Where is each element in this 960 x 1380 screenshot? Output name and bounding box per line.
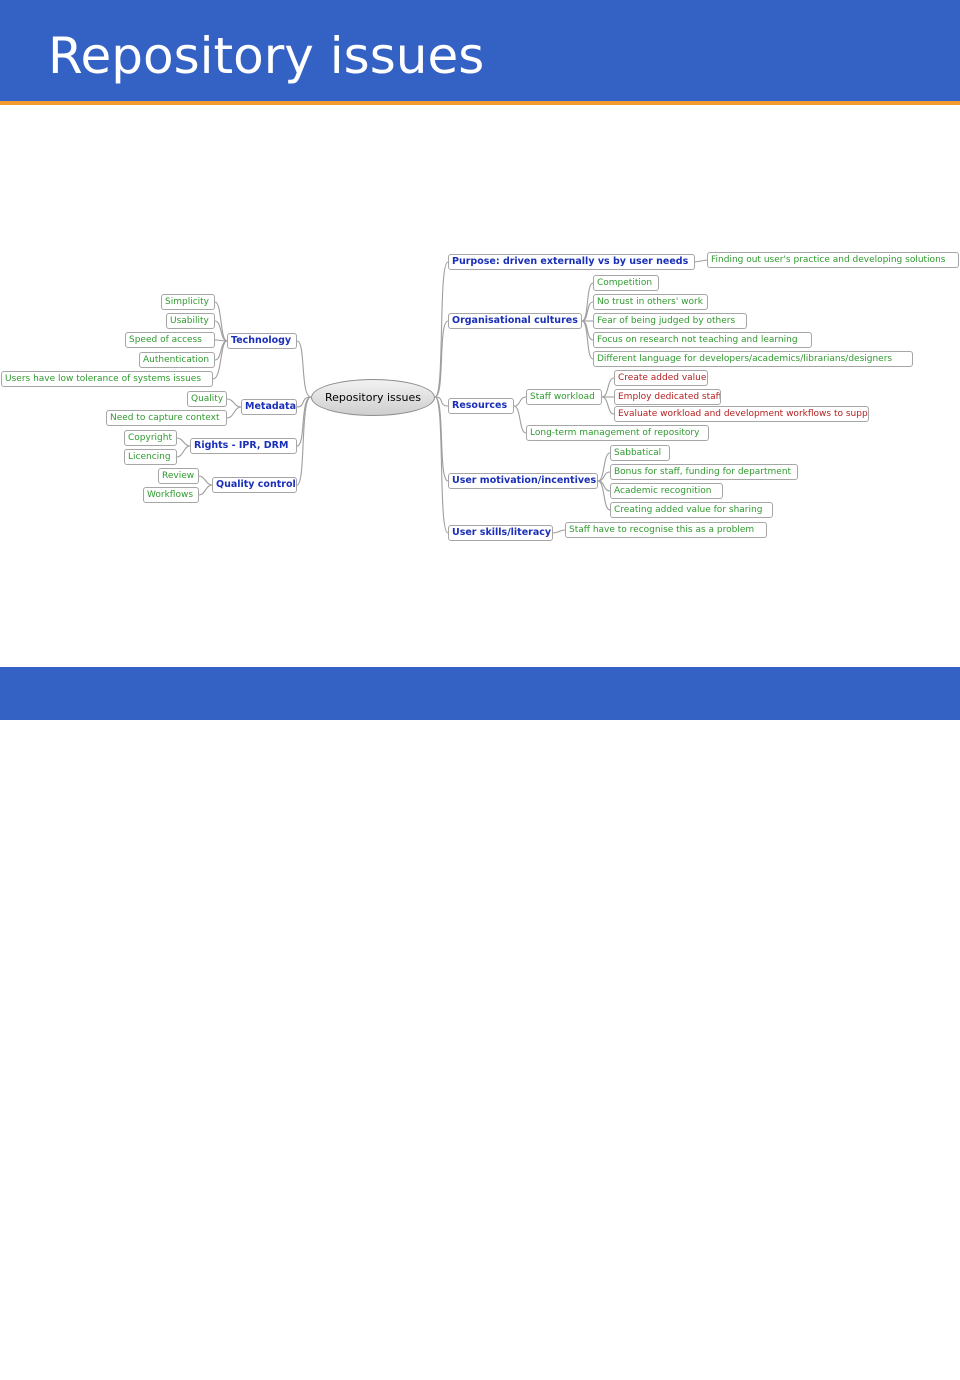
connector [597, 452, 611, 482]
branch-user-skills: User skills/literacy [448, 525, 553, 541]
brand-logo: intrallect [784, 1345, 914, 1380]
leaf-different-language: Different language for developers/academ… [593, 351, 913, 367]
branch-technology: Technology [227, 333, 297, 349]
leaf-evaluate-workload: Evaluate workload and development workfl… [614, 406, 869, 422]
connector [198, 484, 213, 496]
leaf-create-added-value: Create added value [614, 370, 708, 386]
branch-rights: Rights - IPR, DRM [190, 438, 297, 454]
leaf-finding-out-users-practice: Finding out user's practice and developi… [707, 252, 959, 268]
branch-user-motivation: User motivation/incentives [448, 473, 598, 489]
brand-wordmark: intrallect [784, 1351, 874, 1373]
connector [513, 405, 527, 434]
connector [296, 340, 312, 398]
connector [434, 396, 449, 407]
connector [552, 529, 566, 534]
leaf-review: Review [158, 468, 199, 484]
sub-branch-staff-workload: Staff workload [526, 389, 602, 405]
connector [434, 261, 449, 398]
leaf-employ-dedicated-staff: Employ dedicated staff [614, 389, 721, 405]
leaf-focus-on-research: Focus on research not teaching and learn… [593, 332, 812, 348]
title-bar: Repository issues [0, 0, 960, 101]
globe-swirl-icon [873, 1345, 895, 1367]
leaf-fear-of-being-judged: Fear of being judged by others [593, 313, 747, 329]
mind-map-connectors [176, 259, 708, 534]
connector [581, 320, 594, 360]
leaf-workflows: Workflows [143, 487, 199, 503]
leaf-quality: Quality [187, 391, 227, 407]
leaf-no-trust: No trust in others' work [593, 294, 708, 310]
connector [694, 259, 708, 263]
connector [296, 396, 312, 486]
leaf-users-low-tolerance: Users have low tolerance of systems issu… [1, 371, 213, 387]
leaf-speed-of-access: Speed of access [125, 332, 215, 348]
connector [434, 396, 449, 534]
mind-map: Repository issues Purpose: driven extern… [0, 105, 960, 667]
connector [226, 406, 242, 419]
connector [513, 396, 527, 407]
leaf-competition: Competition [593, 275, 659, 291]
leaf-simplicity: Simplicity [161, 294, 215, 310]
leaf-academic-recognition: Academic recognition [610, 483, 723, 499]
connector [434, 320, 449, 398]
leaf-licencing: Licencing [124, 449, 177, 465]
branch-organisational-cultures: Organisational cultures [448, 313, 582, 329]
root-node: Repository issues [311, 379, 435, 416]
branch-quality-control: Quality control [212, 477, 297, 493]
slide-title: Repository issues [48, 27, 485, 85]
header-divider [0, 101, 960, 105]
leaf-creating-added-value: Creating added value for sharing [610, 502, 773, 518]
footer-bar: intrallect [0, 667, 960, 1373]
connector [212, 340, 228, 380]
leaf-authentication: Authentication [139, 352, 215, 368]
leaf-long-term-management: Long-term management of repository [526, 425, 709, 441]
leaf-sabbatical: Sabbatical [610, 445, 670, 461]
branch-resources: Resources [448, 398, 514, 414]
leaf-staff-have-to-recognise: Staff have to recognise this as a proble… [565, 522, 767, 538]
connector [601, 396, 615, 415]
branch-purpose: Purpose: driven externally vs by user ne… [448, 254, 695, 270]
connector [176, 445, 191, 458]
leaf-bonus-for-staff: Bonus for staff, funding for department [610, 464, 798, 480]
leaf-copyright: Copyright [124, 430, 177, 446]
leaf-usability: Usability [166, 313, 215, 329]
connector [597, 480, 611, 511]
leaf-need-to-capture-context: Need to capture context [106, 410, 227, 426]
branch-metadata: Metadata [241, 399, 297, 415]
